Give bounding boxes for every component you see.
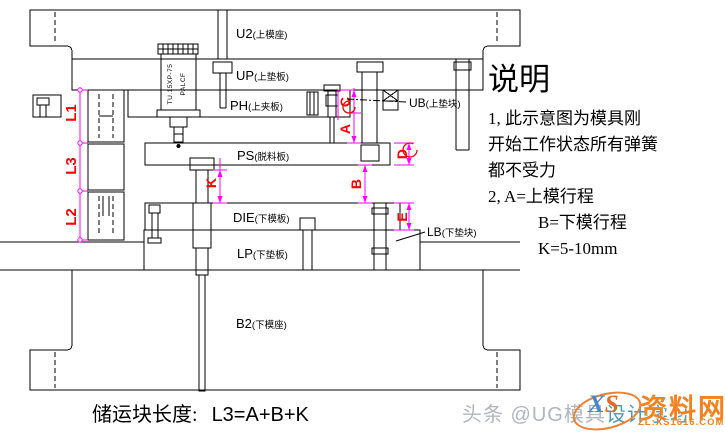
dim-e: E xyxy=(394,212,410,221)
ph-plate xyxy=(127,89,351,118)
formula-value: L3=A+B+K xyxy=(211,404,309,426)
watermark-text-blue: 设计学习 xyxy=(605,404,690,426)
dim-b: B xyxy=(348,179,364,189)
die-left-bolt xyxy=(147,204,162,244)
label-u2: U2(上模座) xyxy=(236,26,287,41)
spring-highlight-mark-upper xyxy=(342,100,356,114)
note-line-2: 开始工作状态所有弹簧 xyxy=(488,135,658,154)
spring-cylinder xyxy=(156,43,201,148)
plate-labels: U2(上模座) UP(上垫板) PH(上夹板) PS(脱料板) DIE(下模板)… xyxy=(230,26,290,331)
label-lp: LP(下垫板) xyxy=(237,246,288,261)
dim-l1: L1 xyxy=(63,104,80,122)
ub-block xyxy=(382,89,399,111)
label-ps: PS(脱料板) xyxy=(237,148,289,163)
note-line-5: B=下模行程 xyxy=(538,213,627,232)
dim-l2: L2 xyxy=(63,208,80,226)
logo-sub: ZL:XS1616.COM xyxy=(638,417,725,428)
spring-marking-line2: PALCF xyxy=(180,73,187,96)
dim-l3: L3 xyxy=(63,157,80,175)
knockout-pin xyxy=(189,157,215,392)
label-up: UP(上垫板) xyxy=(236,68,289,83)
b2-flange-bolt-hidden-lines xyxy=(54,352,498,388)
dim-k: K xyxy=(203,178,219,188)
dim-d: D xyxy=(394,149,410,159)
footer-formula: 储运块长度: L3=A+B+K xyxy=(92,398,309,427)
guide-post xyxy=(453,59,472,151)
label-lb: LB(下垫块) xyxy=(427,225,477,239)
b2-plate-outline xyxy=(29,270,521,391)
dim-c: C xyxy=(337,97,353,107)
formula-label: 储运块长度: xyxy=(92,404,198,426)
dimension-labels: L1 L3 L2 K C A B D E xyxy=(63,97,410,226)
note-line-3: 都不受力 xyxy=(488,161,556,180)
watermark-text: 头条 @UG模具设计学习 xyxy=(462,398,690,427)
logo-xs: XS xyxy=(588,391,619,418)
stripper-shoulder-bolt xyxy=(356,61,384,162)
u2-flange-bolt-hidden-lines xyxy=(54,12,498,44)
lb-guide-sleeve xyxy=(371,203,389,270)
label-ph: PH(上夹板) xyxy=(230,98,283,113)
storage-block-1 xyxy=(87,89,125,143)
notes-title: 说明 xyxy=(488,62,550,97)
storage-blocks xyxy=(87,89,125,241)
punch xyxy=(306,91,319,116)
notes-panel: 说明 1, 此示意图为模具刚 开始工作状态所有弹簧 都不受力 2, A=上模行程… xyxy=(488,62,725,262)
dim-a: A xyxy=(337,124,353,134)
watermark-logo: XS 资料网 ZL:XS1616.COM xyxy=(568,385,725,434)
label-die: DIE(下模板) xyxy=(233,210,290,225)
die-center-insert xyxy=(299,217,316,270)
storage-block-2 xyxy=(87,143,125,191)
spring-marking-line1: TU.15XP-75 xyxy=(167,64,174,105)
spring-highlight-mark-stripper xyxy=(402,142,418,158)
note-line-1: 1, 此示意图为模具刚 xyxy=(488,109,641,128)
logo-name: 资料网 xyxy=(640,394,725,424)
socket-bolt xyxy=(212,61,233,109)
label-ub: UB(上垫块) xyxy=(409,96,461,110)
watermark-text-gray: 头条 @UG模具 xyxy=(462,404,606,426)
note-line-6: K=5-10mm xyxy=(538,239,618,258)
label-b2: B2(下模座) xyxy=(236,316,287,331)
note-line-4: 2, A=上模行程 xyxy=(488,187,594,206)
storage-block-3 xyxy=(87,191,125,241)
ps-plate xyxy=(144,142,391,166)
part-leaders: UB(上垫块) LB(下垫块) xyxy=(345,96,477,242)
lower-die-assembly xyxy=(0,202,521,391)
left-clamp-block xyxy=(32,94,62,118)
bed-ledge-lines xyxy=(0,241,520,271)
u2-through-bolt-hole xyxy=(217,10,228,59)
